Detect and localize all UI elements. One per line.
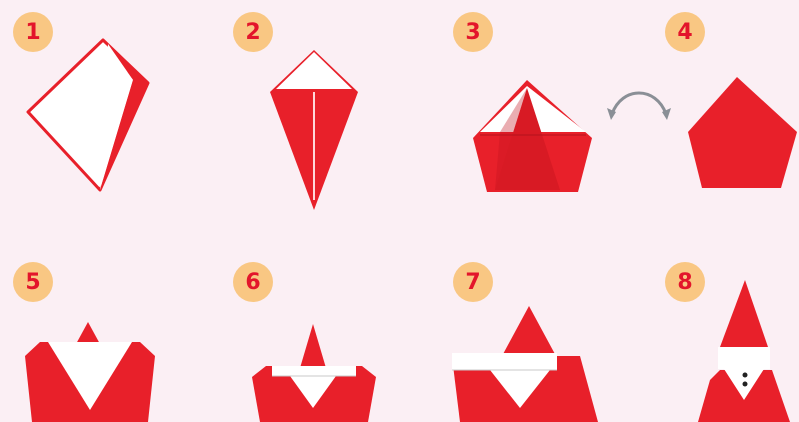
step-8-fold-illustration — [660, 210, 799, 422]
step-6-fold-illustration — [220, 210, 410, 422]
step-6: 6 — [220, 210, 410, 420]
santa-eye-icon — [743, 373, 748, 378]
step-2-fold-illustration — [200, 0, 390, 210]
step-5: 5 — [0, 210, 190, 420]
step-7: 7 — [440, 210, 630, 420]
step-5-fold-illustration — [0, 210, 190, 422]
step-4: 4 — [660, 0, 799, 210]
step-4-fold-illustration — [660, 0, 799, 210]
step-1-fold-illustration — [0, 0, 190, 210]
step-3-fold-illustration — [440, 0, 630, 210]
step-7-fold-illustration — [440, 210, 630, 422]
santa-eye-icon — [743, 382, 748, 387]
step-3: 3 — [440, 0, 630, 210]
step-2: 2 — [200, 0, 390, 210]
step-8: 8 — [660, 210, 799, 420]
step-1: 1 — [0, 0, 190, 210]
